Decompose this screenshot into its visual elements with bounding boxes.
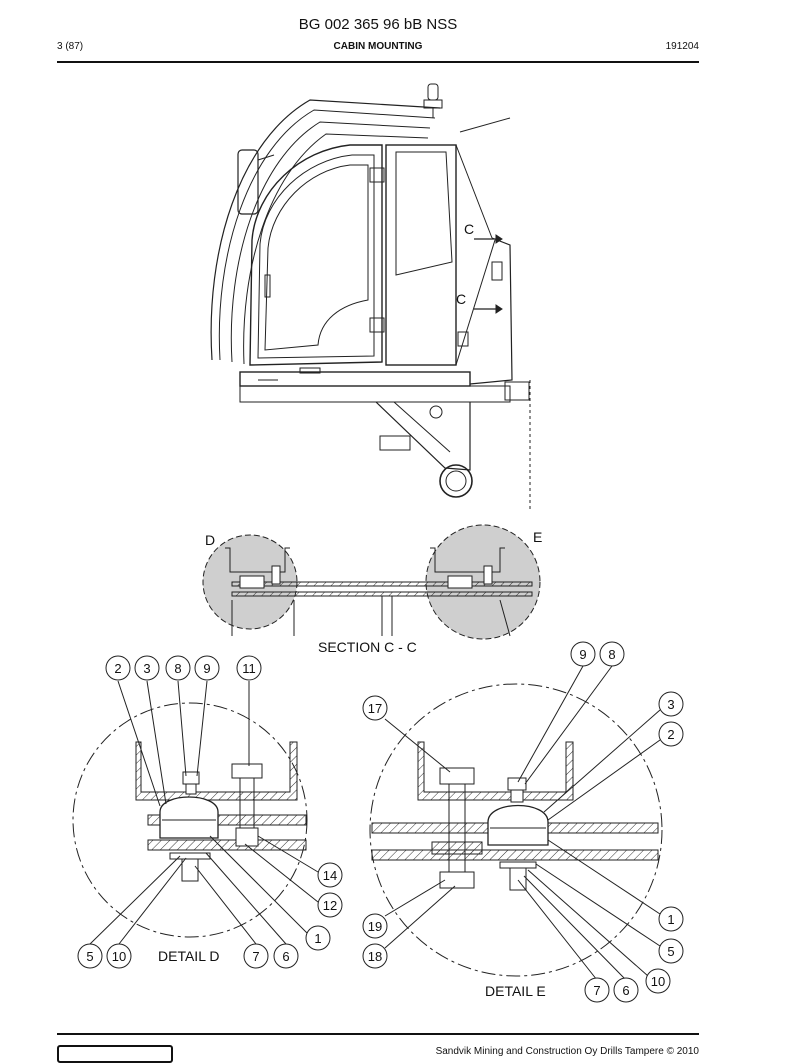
callout-d-14: 14 [323,868,337,883]
sandvik-logo [57,1045,173,1063]
callout-d-12: 12 [323,898,337,913]
section-caption: SECTION C - C [318,639,417,655]
callout-d-7: 7 [252,949,259,964]
document-code: 191204 [665,41,699,52]
callout-e-7: 7 [593,983,600,998]
document-title: BG 002 365 96 bB NSS [298,16,458,33]
callout-e-6: 6 [622,983,629,998]
callout-e-10: 10 [651,974,665,989]
section-mark-bottom: C [456,291,466,307]
callout-e-5: 5 [667,944,674,959]
callout-e-2: 2 [667,727,674,742]
cabin-side-view [210,83,531,510]
detail-e-caption: DETAIL E [485,983,546,999]
section-c-c-view [202,524,541,640]
callout-d-1: 1 [314,931,321,946]
detail-d-view [72,655,343,969]
detail-e-mark: E [533,529,542,545]
callout-d-5: 5 [86,949,93,964]
page-number: 3 (87) [57,41,84,52]
callout-d-6: 6 [282,949,289,964]
header-rule [57,61,699,63]
callout-e-3: 3 [667,697,674,712]
detail-e-view [362,641,684,1003]
callout-d-9: 9 [203,661,210,676]
callout-d-8: 8 [174,661,181,676]
footer-copyright: Sandvik Mining and Construction Oy Drill… [435,1046,699,1057]
callout-e-9: 9 [579,647,586,662]
footer-rule [57,1033,699,1035]
callout-d-11: 11 [242,661,256,676]
detail-d-mark: D [205,532,215,548]
detail-d-caption: DETAIL D [158,948,219,964]
callout-e-19: 19 [368,919,382,934]
callout-d-10: 10 [112,949,126,964]
callout-e-8: 8 [608,647,615,662]
callout-e-1: 1 [667,912,674,927]
callout-e-17: 17 [368,701,382,716]
section-title: CABIN MOUNTING [333,41,423,52]
section-mark-top: C [464,221,474,237]
callout-d-2: 2 [114,661,121,676]
callout-e-18: 18 [368,949,382,964]
callout-d-3: 3 [143,661,150,676]
